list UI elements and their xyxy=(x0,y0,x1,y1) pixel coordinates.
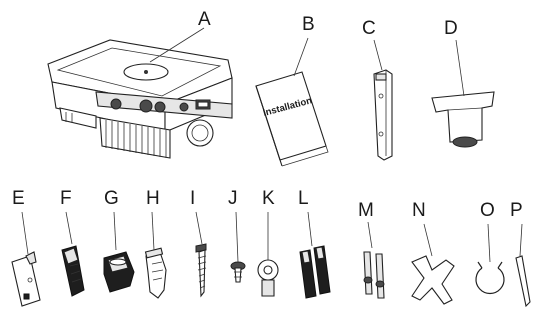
label-k: K xyxy=(262,188,275,209)
label-h: H xyxy=(146,188,160,209)
item-l-dc-connectors: L xyxy=(298,188,330,298)
item-m-crimp-contacts: M xyxy=(358,200,384,298)
item-i-screw: I xyxy=(190,188,206,296)
label-j: J xyxy=(228,188,238,209)
item-k-ring-terminal: K xyxy=(258,188,278,296)
item-g-gland: G xyxy=(104,188,134,292)
label-d: D xyxy=(444,18,458,39)
item-f-ac-connector: F xyxy=(60,188,84,296)
item-c-bracket: C xyxy=(362,18,392,160)
item-d-cover: D xyxy=(432,18,494,147)
label-n: N xyxy=(412,200,426,221)
label-o: O xyxy=(480,200,495,221)
label-l: L xyxy=(298,188,309,209)
label-e: E xyxy=(12,188,25,209)
item-e-housing: E xyxy=(12,188,40,306)
label-p: P xyxy=(510,200,523,221)
item-n-unlock-tool: N xyxy=(412,200,454,304)
label-b: B xyxy=(302,14,315,35)
item-a-inverter: A xyxy=(48,9,232,158)
item-o-snap-ring: O xyxy=(476,200,504,293)
item-j-short-screw: J xyxy=(228,188,245,282)
label-g: G xyxy=(104,188,119,209)
label-m: M xyxy=(358,200,374,221)
label-i: I xyxy=(190,188,195,209)
item-h-wall-plug: H xyxy=(146,188,166,298)
label-a: A xyxy=(198,9,211,30)
item-b-manual: Installation B xyxy=(256,14,328,166)
label-f: F xyxy=(60,188,72,209)
label-c: C xyxy=(362,18,376,39)
item-p-pin-tool: P xyxy=(510,200,530,306)
